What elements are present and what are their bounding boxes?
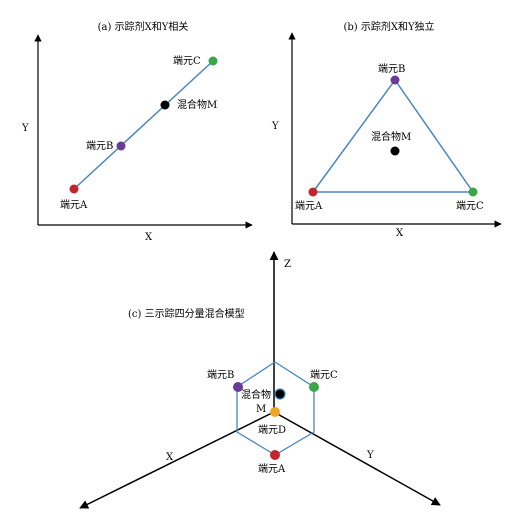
panel-c-mixing-hexagon: [236, 361, 315, 456]
panel-b-mixture-label: 混合物M: [371, 130, 411, 143]
panel-b-mixing-triangle: [311, 78, 475, 193]
panel-a-title: (a) 示踪剂X和Y相关: [98, 20, 189, 33]
panel-a-endmember-b-point: [116, 141, 126, 151]
panel-b-endmember-c-label: 端元C: [456, 199, 484, 212]
panel-a: (a) 示踪剂X和Y相关 Y X 端元A 端元B 混合物M 端元C: [21, 20, 253, 243]
panel-a-endmember-a-point: [69, 184, 79, 194]
panel-c-endmember-d-label: 端元D: [258, 423, 286, 436]
panel-c-mixture-point: [274, 388, 286, 400]
panel-c-y-axis-label: Y: [366, 450, 374, 461]
panel-a-endmember-b-label: 端元B: [86, 139, 113, 152]
panel-b-y-axis-label: Y: [271, 121, 279, 132]
panel-c-endmember-b-point: [233, 382, 243, 392]
panel-c-title: (c) 三示踪四分量混合模型: [128, 307, 245, 320]
panel-c-mixture-label-suffix: M: [256, 404, 266, 415]
panel-c: (c) 三示踪四分量混合模型 Z X Y 端元B 端元C 混合物 M 端元D 端…: [79, 251, 441, 509]
panel-c-x-axis-label: X: [166, 452, 174, 463]
panel-c-endmember-b-label: 端元B: [207, 368, 234, 381]
panel-c-endmember-c-label: 端元C: [310, 368, 338, 381]
panel-a-mixture-point: [160, 100, 170, 110]
panel-a-endmember-c-point: [208, 56, 218, 66]
panel-b-endmember-c-point: [468, 187, 478, 197]
panel-c-endmember-a-label: 端元A: [258, 462, 286, 475]
panel-a-y-axis-label: Y: [21, 123, 29, 134]
panel-b-endmember-b-label: 端元B: [378, 62, 405, 75]
panel-c-mixture-label: 混合物: [241, 388, 271, 401]
panel-a-mixing-line: [73, 60, 214, 190]
panel-a-mixture-label: 混合物M: [177, 98, 217, 111]
panel-c-endmember-a-point: [270, 450, 280, 460]
panel-c-endmember-d-point: [270, 407, 280, 417]
panel-b-endmember-a-label: 端元A: [295, 199, 323, 212]
panel-b-mixture-point: [390, 146, 400, 156]
panel-a-endmember-a-label: 端元A: [60, 198, 88, 211]
panel-b: (b) 示踪剂X和Y独立 Y X 端元A 端元B 端元C 混合物M: [271, 20, 502, 239]
panel-c-x-axis: [79, 411, 275, 509]
panel-b-endmember-b-point: [390, 75, 400, 85]
panel-a-endmember-c-label: 端元C: [173, 54, 201, 67]
panel-c-z-axis-label: Z: [284, 259, 291, 270]
panel-c-y-axis: [273, 411, 441, 506]
panel-c-endmember-c-point: [309, 382, 319, 392]
panel-a-x-axis-label: X: [145, 232, 153, 243]
panel-b-x-axis-label: X: [396, 228, 404, 239]
panel-b-endmember-a-point: [308, 187, 318, 197]
panel-b-title: (b) 示踪剂X和Y独立: [343, 20, 434, 33]
